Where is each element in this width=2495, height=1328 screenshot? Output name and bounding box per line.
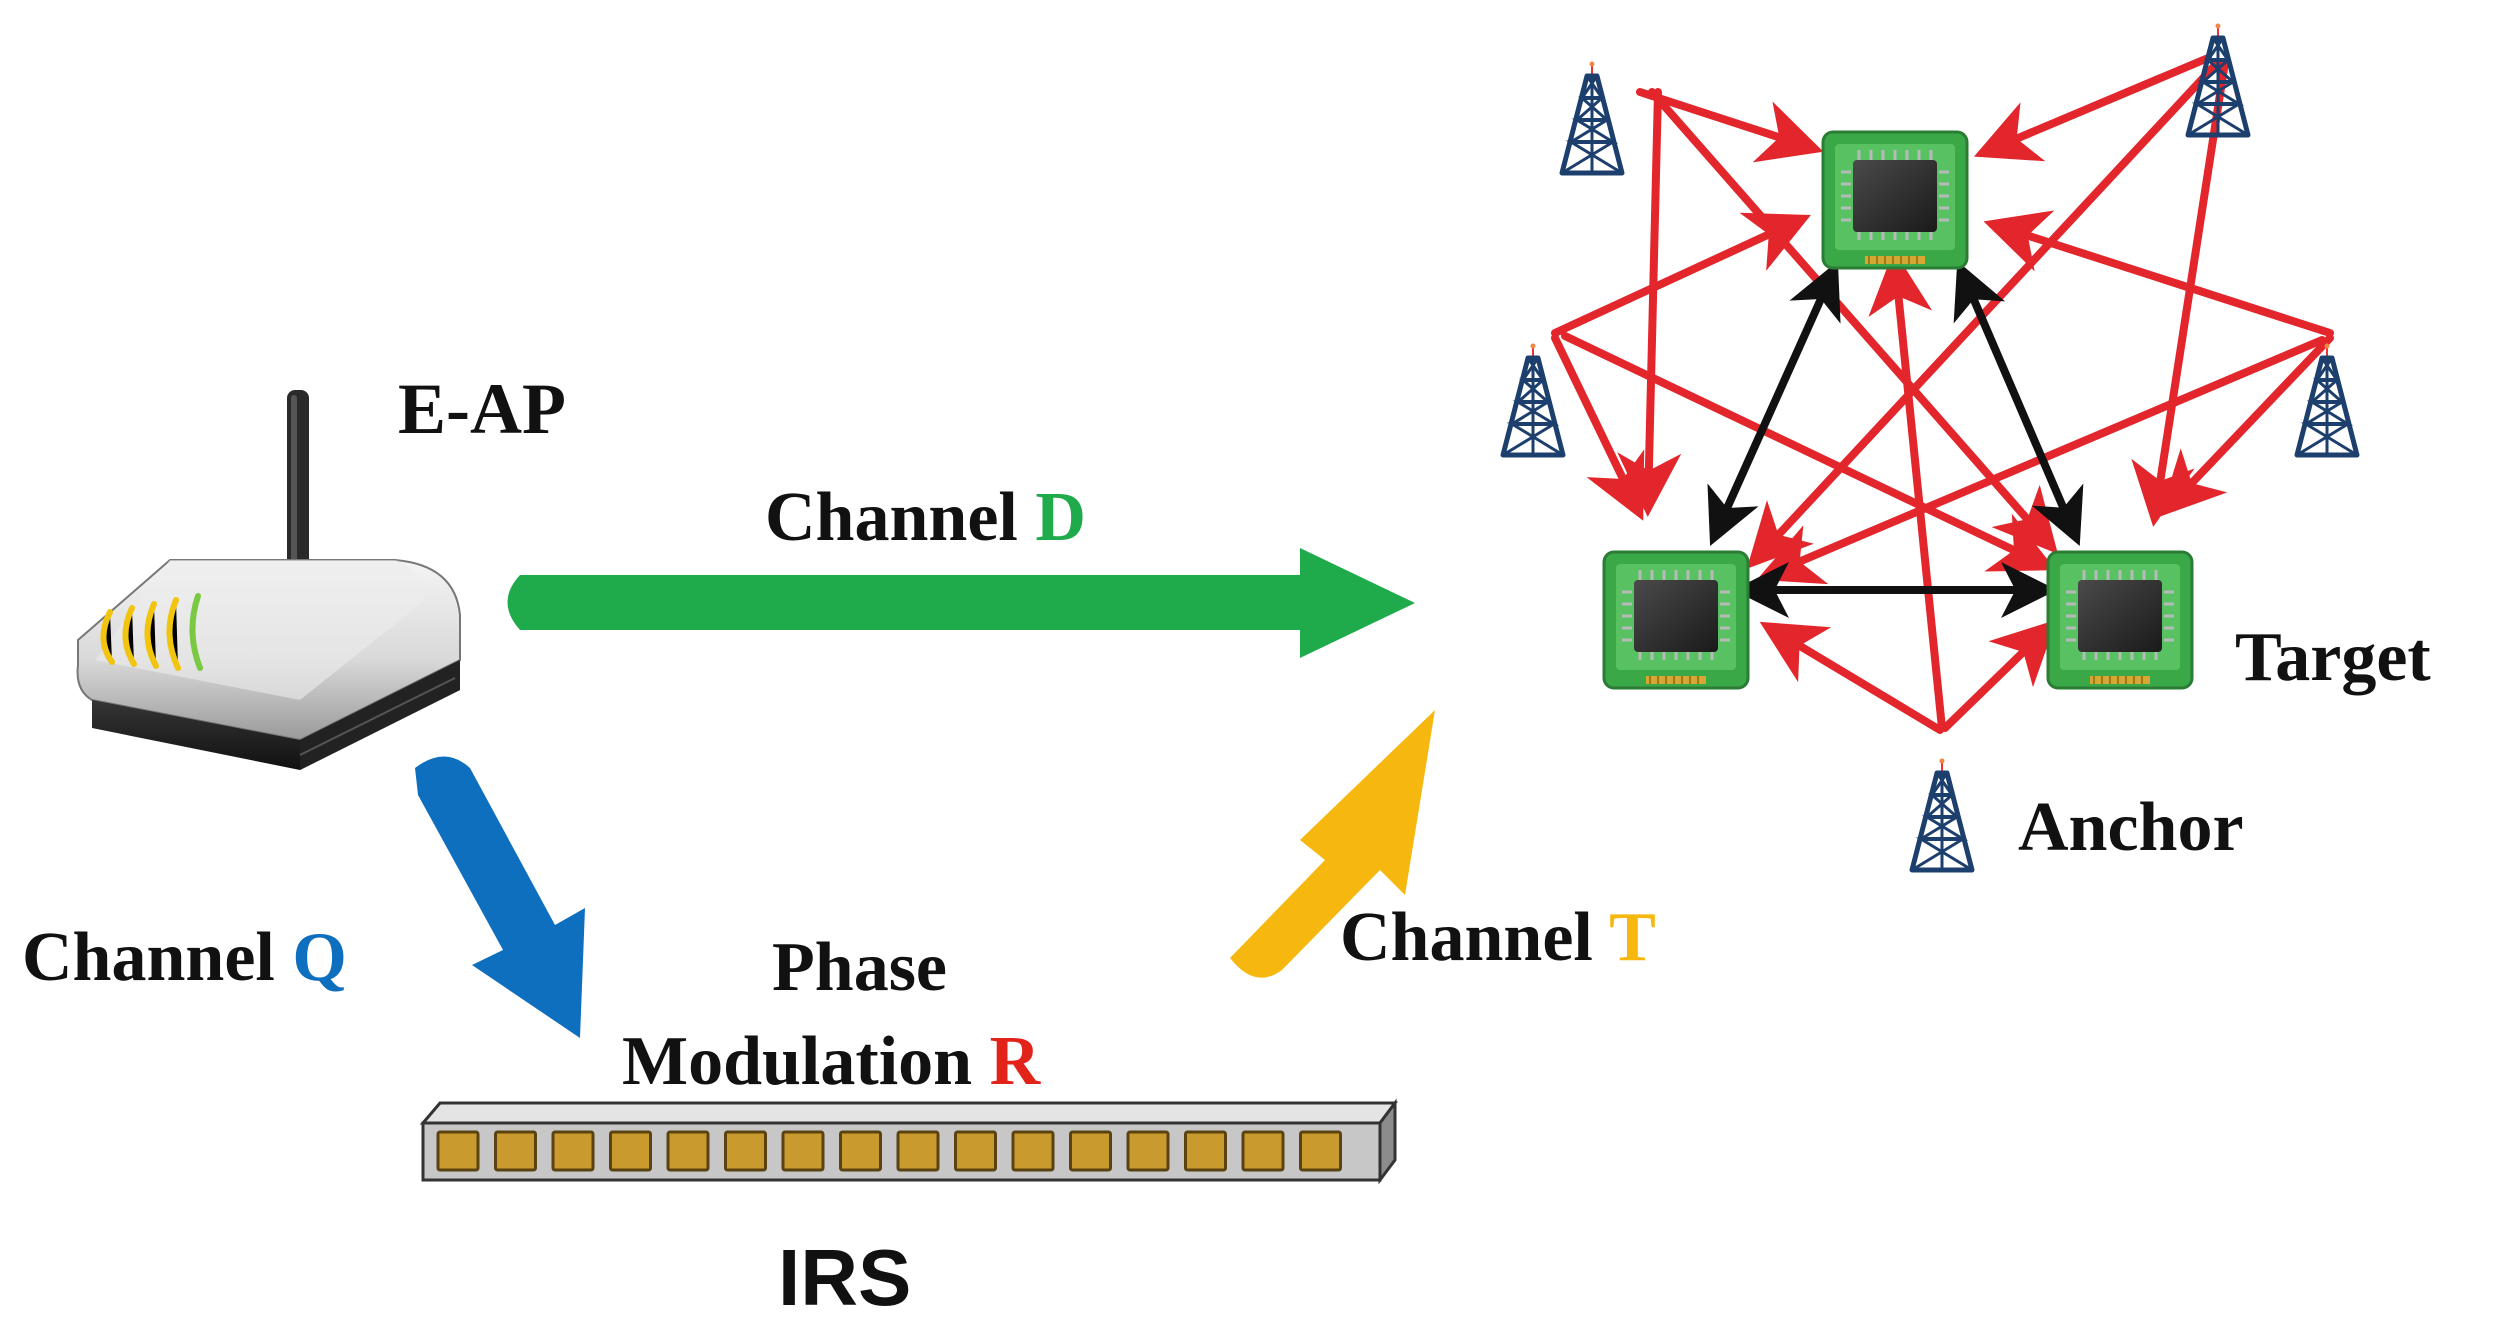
- irs-element: [896, 1130, 940, 1172]
- channel-t-prefix: Channel: [1340, 899, 1610, 976]
- irs-panel-icon: [419, 1098, 1398, 1185]
- irs-element: [724, 1130, 767, 1172]
- channel-d-label: Channel D: [765, 478, 1086, 558]
- irs-element: [609, 1130, 652, 1172]
- irs-element: [1184, 1130, 1227, 1172]
- irs-element: [494, 1130, 537, 1172]
- irs-element: [1126, 1130, 1170, 1172]
- antenna-tower-icon-bottom: [1912, 759, 1972, 871]
- wireless-router-icon: [76, 390, 461, 770]
- irs-element: [1299, 1130, 1342, 1172]
- channel-d-letter: D: [1035, 479, 1086, 556]
- irs-element: [436, 1130, 480, 1172]
- target-links: [1707, 260, 2084, 618]
- irs-element: [954, 1130, 997, 1172]
- phase-label-line2: Modulation R: [622, 1022, 1040, 1102]
- channel-t-label: Channel T: [1340, 898, 1656, 978]
- channel-d-prefix: Channel: [765, 479, 1036, 556]
- eap-label: E-AP: [398, 369, 566, 449]
- irs-element: [666, 1130, 710, 1172]
- target-label: Target: [2235, 619, 2431, 696]
- microchip-icon-left: [1602, 550, 1750, 690]
- irs-label: IRS: [778, 1233, 912, 1322]
- microchip-icon-top: [1821, 130, 1969, 270]
- phase-prefix: Modulation: [622, 1023, 990, 1100]
- irs-element: [1241, 1130, 1285, 1172]
- channel-q-arrow: [415, 756, 585, 1038]
- channel-q-prefix: Channel: [22, 919, 293, 996]
- microchip-icon-right: [2046, 550, 2194, 690]
- phase-label-line1: Phase: [772, 929, 947, 1006]
- irs-element: [781, 1130, 825, 1172]
- irs-element: [1011, 1130, 1055, 1172]
- antenna-tower-icon-mid-left: [1503, 344, 1563, 456]
- irs-element: [839, 1130, 882, 1172]
- antenna-tower-icon-top-left: [1562, 62, 1622, 174]
- channel-d-arrow: [507, 548, 1415, 658]
- channel-t-letter: T: [1609, 899, 1656, 976]
- phase-r-letter: R: [989, 1023, 1041, 1100]
- irs-element: [551, 1130, 595, 1172]
- irs-element: [1069, 1130, 1112, 1172]
- channel-q-letter: Q: [292, 919, 347, 996]
- channel-t-arrow: [1230, 710, 1435, 978]
- channel-q-label: Channel Q: [22, 918, 347, 998]
- anchor-label: Anchor: [2018, 789, 2244, 866]
